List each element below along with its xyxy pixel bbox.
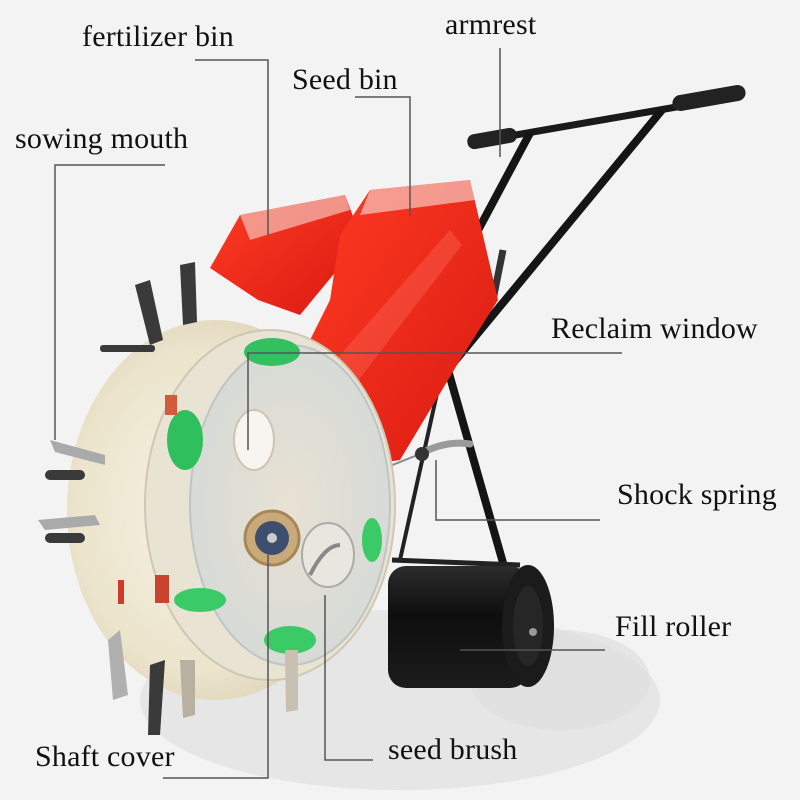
sowing-mouth-spikes xyxy=(38,262,298,735)
fill-roller xyxy=(388,565,554,688)
leader-shock-spring xyxy=(435,460,600,521)
leader-seed-bin xyxy=(355,96,411,216)
label-shock-spring: Shock spring xyxy=(617,478,777,511)
leader-reclaim-window xyxy=(247,352,622,450)
label-fertilizer-bin: fertilizer bin xyxy=(82,20,234,53)
label-fill-roller: Fill roller xyxy=(615,610,732,643)
label-armrest: armrest xyxy=(445,8,537,41)
shock-spring xyxy=(379,439,474,471)
leader-fertilizer-bin xyxy=(195,59,269,235)
label-seed-bin: Seed bin xyxy=(292,63,398,96)
seeding-wheel xyxy=(67,320,396,700)
leader-sowing-mouth xyxy=(54,164,165,440)
label-seed-brush: seed brush xyxy=(388,733,518,766)
label-sowing-mouth: sowing mouth xyxy=(15,122,189,155)
label-shaft-cover: Shaft cover xyxy=(35,740,175,773)
leader-seed-brush xyxy=(324,595,373,761)
leader-shaft-cover xyxy=(163,555,269,779)
label-reclaim-window: Reclaim window xyxy=(551,312,758,345)
leader-lines xyxy=(54,48,622,779)
